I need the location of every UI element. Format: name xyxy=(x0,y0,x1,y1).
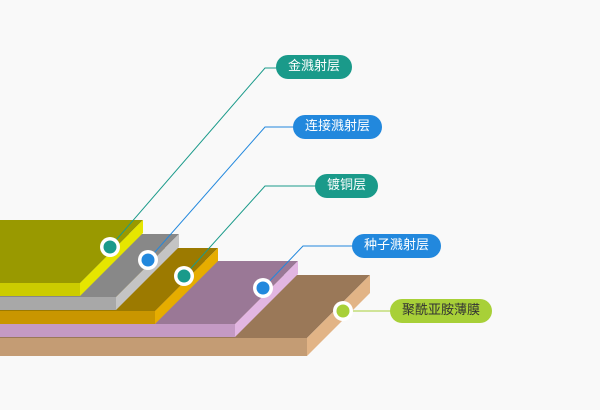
layer-front-face xyxy=(0,297,116,310)
marker-dot xyxy=(103,240,117,254)
marker-dot xyxy=(141,253,155,267)
layer-front-face xyxy=(0,338,307,356)
marker-dot xyxy=(256,281,270,295)
layer-top-face xyxy=(0,220,143,283)
layer-front-face xyxy=(0,311,155,324)
marker-dot xyxy=(336,304,350,318)
layer-side-face xyxy=(235,261,298,337)
connector-line xyxy=(262,245,356,289)
layer-front-face xyxy=(0,283,80,296)
label-copper-plating-layer: 镀铜层 xyxy=(315,174,379,198)
label-gold-sputter-layer: 金溅射层 xyxy=(276,55,353,79)
connector-line xyxy=(109,67,280,248)
layer-side-face xyxy=(116,234,179,310)
layer-side-face xyxy=(155,248,218,324)
label-bonding-sputter-layer: 连接溅射层 xyxy=(293,115,383,139)
connector-line xyxy=(147,126,297,261)
label-seed-sputter-layer: 种子溅射层 xyxy=(352,234,442,258)
label-polyimide-film: 聚酰亚胺薄膜 xyxy=(390,299,493,323)
layer-side-face xyxy=(80,220,143,296)
marker-dot xyxy=(177,269,191,283)
connector-line xyxy=(183,185,319,277)
layer-front-face xyxy=(0,324,235,337)
